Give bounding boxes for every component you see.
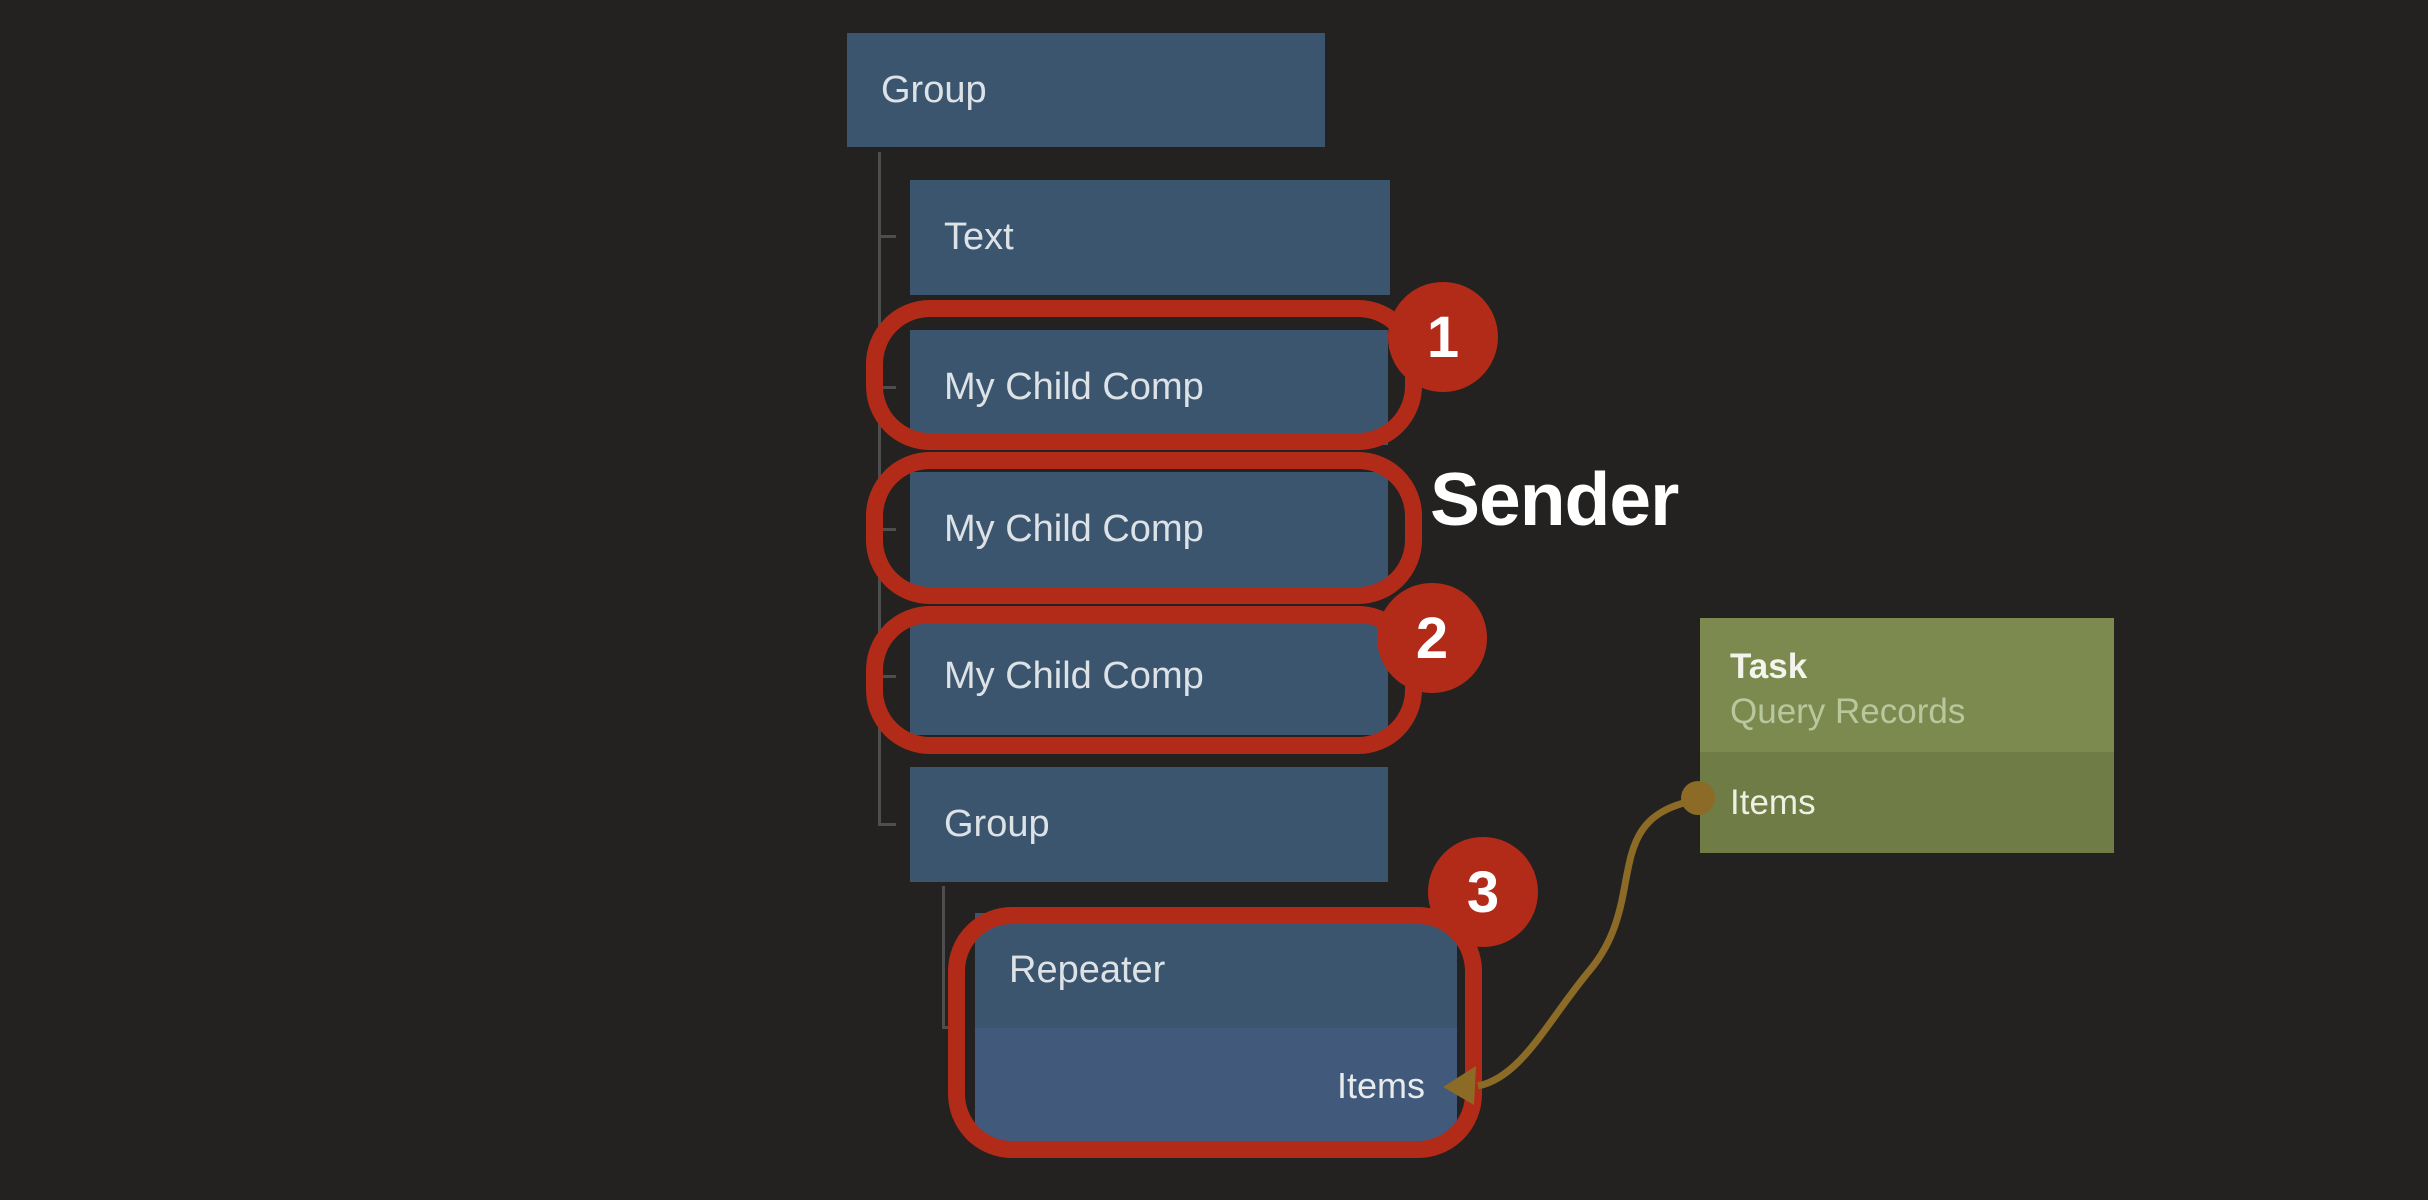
tree-node-root-group[interactable]: Group — [847, 33, 1325, 147]
node-label: My Child Comp — [944, 366, 1204, 408]
annotation-outline-3 — [866, 606, 1422, 754]
badge-number: 1 — [1426, 304, 1460, 370]
annotation-outline-1 — [866, 300, 1422, 450]
tree-tick-text — [878, 235, 896, 238]
tree-node-text[interactable]: Text — [910, 180, 1390, 295]
node-label: Group — [881, 68, 987, 111]
sender-label: Sender — [1430, 457, 1679, 541]
tree-node-my-child-comp-2[interactable]: My Child Comp — [910, 472, 1388, 587]
node-label: Group — [944, 803, 1050, 845]
tree-tick-child3 — [878, 675, 896, 678]
tree-node-repeater[interactable]: Repeater Items — [975, 913, 1457, 1143]
repeater-header: Repeater — [975, 913, 1457, 1028]
tree-node-my-child-comp-3[interactable]: My Child Comp — [910, 617, 1388, 735]
task-output-row[interactable]: Items — [1700, 752, 2114, 853]
tree-node-my-child-comp-1[interactable]: My Child Comp — [910, 330, 1388, 445]
tree-node-group-2[interactable]: Group — [910, 767, 1388, 882]
node-label: Text — [944, 216, 1014, 258]
tree-tick-group2 — [878, 823, 896, 826]
task-output-label: Items — [1730, 782, 1816, 822]
annotation-outline-2 — [866, 452, 1422, 604]
annotation-badge-2: 2 — [1377, 583, 1487, 693]
repeater-items-binding[interactable]: Items — [975, 1028, 1457, 1143]
tree-trunk-level2 — [942, 886, 945, 1028]
tree-tick-child2 — [878, 528, 896, 531]
node-label: Repeater — [1009, 949, 1166, 991]
badge-number: 2 — [1415, 605, 1449, 671]
repeater-items-label: Items — [1336, 1064, 1425, 1106]
task-card[interactable]: Task Query Records Items — [1700, 618, 2114, 853]
badge-number: 3 — [1466, 859, 1500, 925]
task-subtitle: Query Records — [1730, 692, 1966, 731]
node-label: My Child Comp — [944, 508, 1204, 550]
task-title: Task — [1730, 647, 1808, 686]
task-card-header: Task Query Records — [1700, 618, 2114, 752]
annotation-badge-3: 3 — [1428, 837, 1538, 947]
annotation-outline-repeater — [948, 907, 1482, 1158]
connection-curve — [1477, 796, 1698, 1090]
annotation-badge-1: 1 — [1388, 282, 1498, 392]
node-label: My Child Comp — [944, 654, 1204, 697]
